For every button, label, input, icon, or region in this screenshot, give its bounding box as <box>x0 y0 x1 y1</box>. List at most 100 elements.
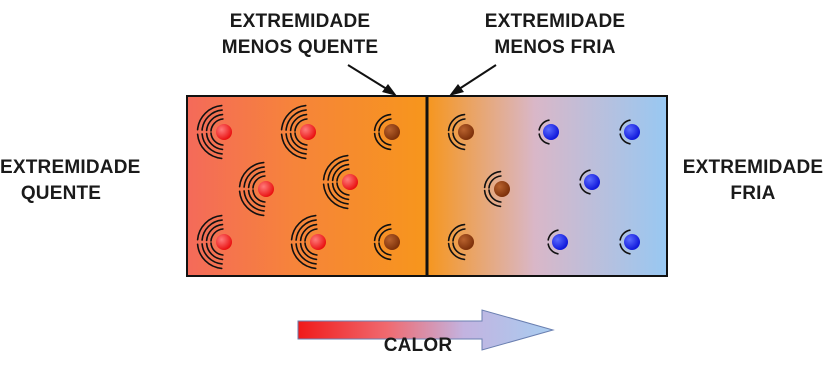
particle-hot <box>238 161 274 217</box>
vibration-arc <box>331 182 350 201</box>
vibration-arc <box>452 242 466 256</box>
vibration-arc <box>304 242 318 256</box>
vibration-arc <box>373 223 392 242</box>
vibration-arc <box>205 113 224 132</box>
hot-end-label: EXTREMIDADE QUENTE <box>0 157 141 204</box>
vibration-arc <box>196 243 223 270</box>
vibration-arc <box>378 132 392 146</box>
vibration-arc <box>205 132 224 151</box>
particle-dot <box>458 124 474 140</box>
vibration-arc <box>373 113 392 132</box>
particle-warm <box>447 223 474 261</box>
less-cold-end-label: EXTREMIDADE MENOS FRIA <box>484 11 626 58</box>
particle-dot <box>216 124 232 140</box>
vibration-arc <box>196 214 223 241</box>
vibration-arc <box>488 175 502 189</box>
vibration-arc <box>619 243 631 255</box>
vibration-arc <box>336 182 350 196</box>
vibration-arc <box>243 190 265 212</box>
particle-cold <box>619 229 640 255</box>
particle-dot <box>624 234 640 250</box>
cold-end-label: EXTREMIDADE FRIA <box>682 157 824 204</box>
particle-dot <box>552 234 568 250</box>
particle-dot <box>216 234 232 250</box>
vibration-arc <box>196 133 223 160</box>
particle-dot <box>342 174 358 190</box>
vibration-arc <box>201 109 223 131</box>
vibration-arc <box>378 228 392 242</box>
particle-dot <box>384 124 400 140</box>
vibration-arc <box>252 189 266 203</box>
vibration-arc <box>488 189 502 203</box>
particle-dot <box>543 124 559 140</box>
vibration-arc <box>294 132 308 146</box>
vibration-arc <box>373 132 392 151</box>
vibration-arc <box>285 133 307 155</box>
particle-dot <box>458 234 474 250</box>
vibration-arc <box>547 229 559 241</box>
pointer-arrow-less-cold <box>449 64 497 96</box>
particle-hot <box>322 154 358 210</box>
particle-hot <box>196 214 232 270</box>
vibration-arc <box>331 163 350 182</box>
vibration-arc <box>252 175 266 189</box>
vibration-arc <box>210 228 224 242</box>
particle-warm <box>373 113 400 151</box>
particle-hot <box>196 104 232 160</box>
vibration-arc <box>619 133 631 145</box>
heat-flow-arrow-icon <box>297 309 555 351</box>
particle-dot <box>584 174 600 190</box>
vibration-arc <box>619 119 631 131</box>
particle-warm <box>447 113 474 151</box>
particle-dot <box>310 234 326 250</box>
vibration-arc <box>210 242 224 256</box>
vibration-arc <box>304 228 318 242</box>
vibration-arc <box>483 170 502 189</box>
vibration-arc <box>452 118 466 132</box>
vibration-arc <box>327 159 349 181</box>
vibration-arc <box>295 243 317 265</box>
vibration-arc <box>289 113 308 132</box>
vibration-arc <box>238 161 265 188</box>
vibration-arc <box>547 243 559 255</box>
particle-hot <box>290 214 326 270</box>
vibration-arc <box>447 242 466 261</box>
vibration-arc <box>378 242 392 256</box>
particle-dot <box>384 234 400 250</box>
less-hot-end-label: EXTREMIDADE MENOS QUENTE <box>221 11 379 58</box>
vibration-arc <box>201 219 223 241</box>
particle-cold <box>547 229 568 255</box>
vibration-arc <box>538 133 550 145</box>
vibration-arc <box>247 189 266 208</box>
vibration-arc <box>619 229 631 241</box>
vibration-arc <box>378 118 392 132</box>
vibration-arc <box>201 133 223 155</box>
vibration-arc <box>538 119 550 131</box>
vibration-arc <box>447 223 466 242</box>
vibration-arc <box>322 154 349 181</box>
vibration-arc <box>210 118 224 132</box>
vibration-arc <box>247 170 266 189</box>
particle-dot <box>258 181 274 197</box>
vibration-arc <box>238 190 265 217</box>
vibration-arc <box>452 132 466 146</box>
vibration-arc <box>280 133 307 160</box>
particle-dot <box>624 124 640 140</box>
vibration-arc <box>290 214 317 241</box>
vibration-arc <box>205 242 224 261</box>
vibration-arc <box>327 183 349 205</box>
vibration-arc <box>579 169 591 181</box>
vibration-arc <box>289 132 308 151</box>
vibration-arc <box>285 109 307 131</box>
vibration-arc <box>299 223 318 242</box>
vibration-arc <box>452 228 466 242</box>
vibration-arc <box>294 118 308 132</box>
vibration-arc <box>483 189 502 208</box>
particle-hot <box>280 104 316 160</box>
vibration-arc <box>322 183 349 210</box>
vibration-arc <box>205 223 224 242</box>
vibration-arc <box>579 183 591 195</box>
pointer-arrow-less-hot <box>347 64 397 96</box>
particle-dot <box>494 181 510 197</box>
